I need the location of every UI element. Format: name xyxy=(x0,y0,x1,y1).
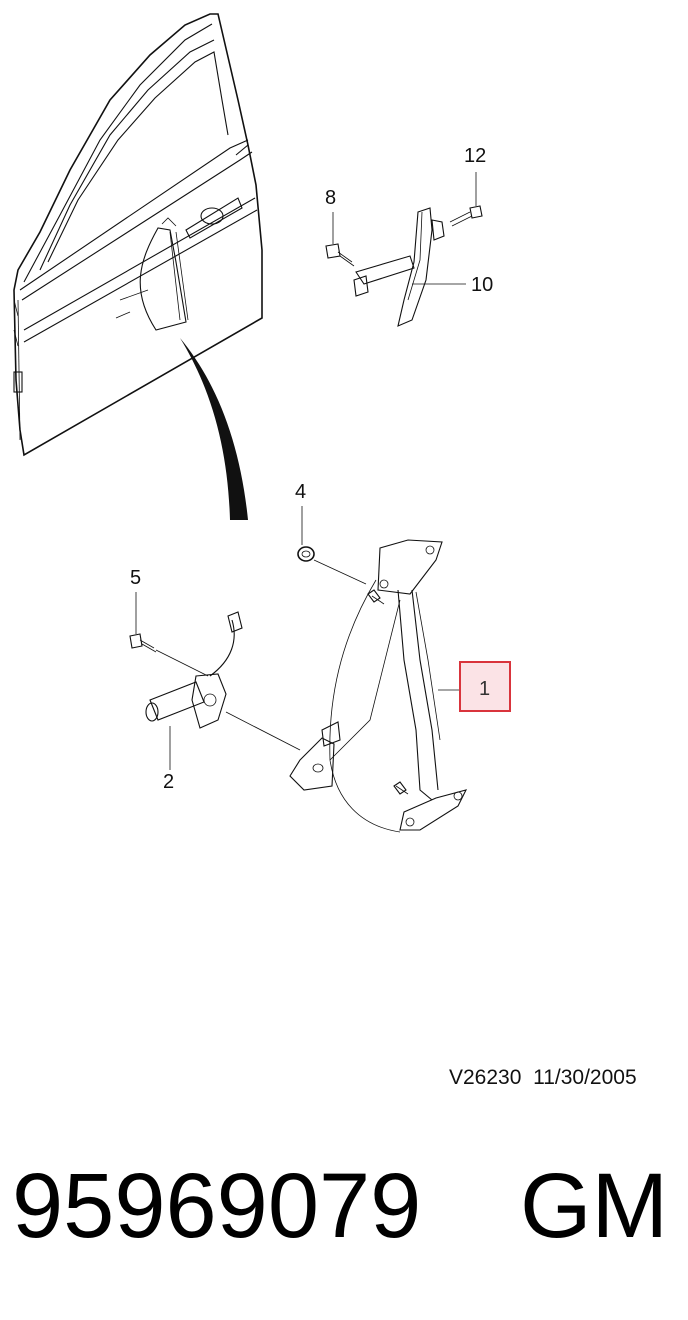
drawing-code: V26230 xyxy=(449,1066,522,1089)
window-regulator-drawing xyxy=(289,539,472,833)
callout-8: 8 xyxy=(325,187,336,209)
callout-5: 5 xyxy=(130,567,141,589)
callout-1-highlight-box xyxy=(459,661,511,712)
door-panel-drawing xyxy=(13,13,263,457)
rear-guide-bracket-drawing xyxy=(325,172,483,327)
callout-4: 4 xyxy=(295,481,306,503)
part-number: 95969079 xyxy=(12,1155,422,1257)
callout-2: 2 xyxy=(163,771,174,793)
callout-1: 1 xyxy=(479,678,490,700)
drawing-date: 11/30/2005 xyxy=(533,1066,637,1089)
brand-name: GM xyxy=(520,1155,669,1257)
callout-10: 10 xyxy=(471,274,493,296)
pointer-arrow xyxy=(180,338,248,520)
nut-drawing xyxy=(297,506,367,585)
drawing-reference: V26230 11/30/2005 xyxy=(449,1066,637,1090)
motor-drawing xyxy=(129,592,301,770)
callout-12: 12 xyxy=(464,145,486,167)
